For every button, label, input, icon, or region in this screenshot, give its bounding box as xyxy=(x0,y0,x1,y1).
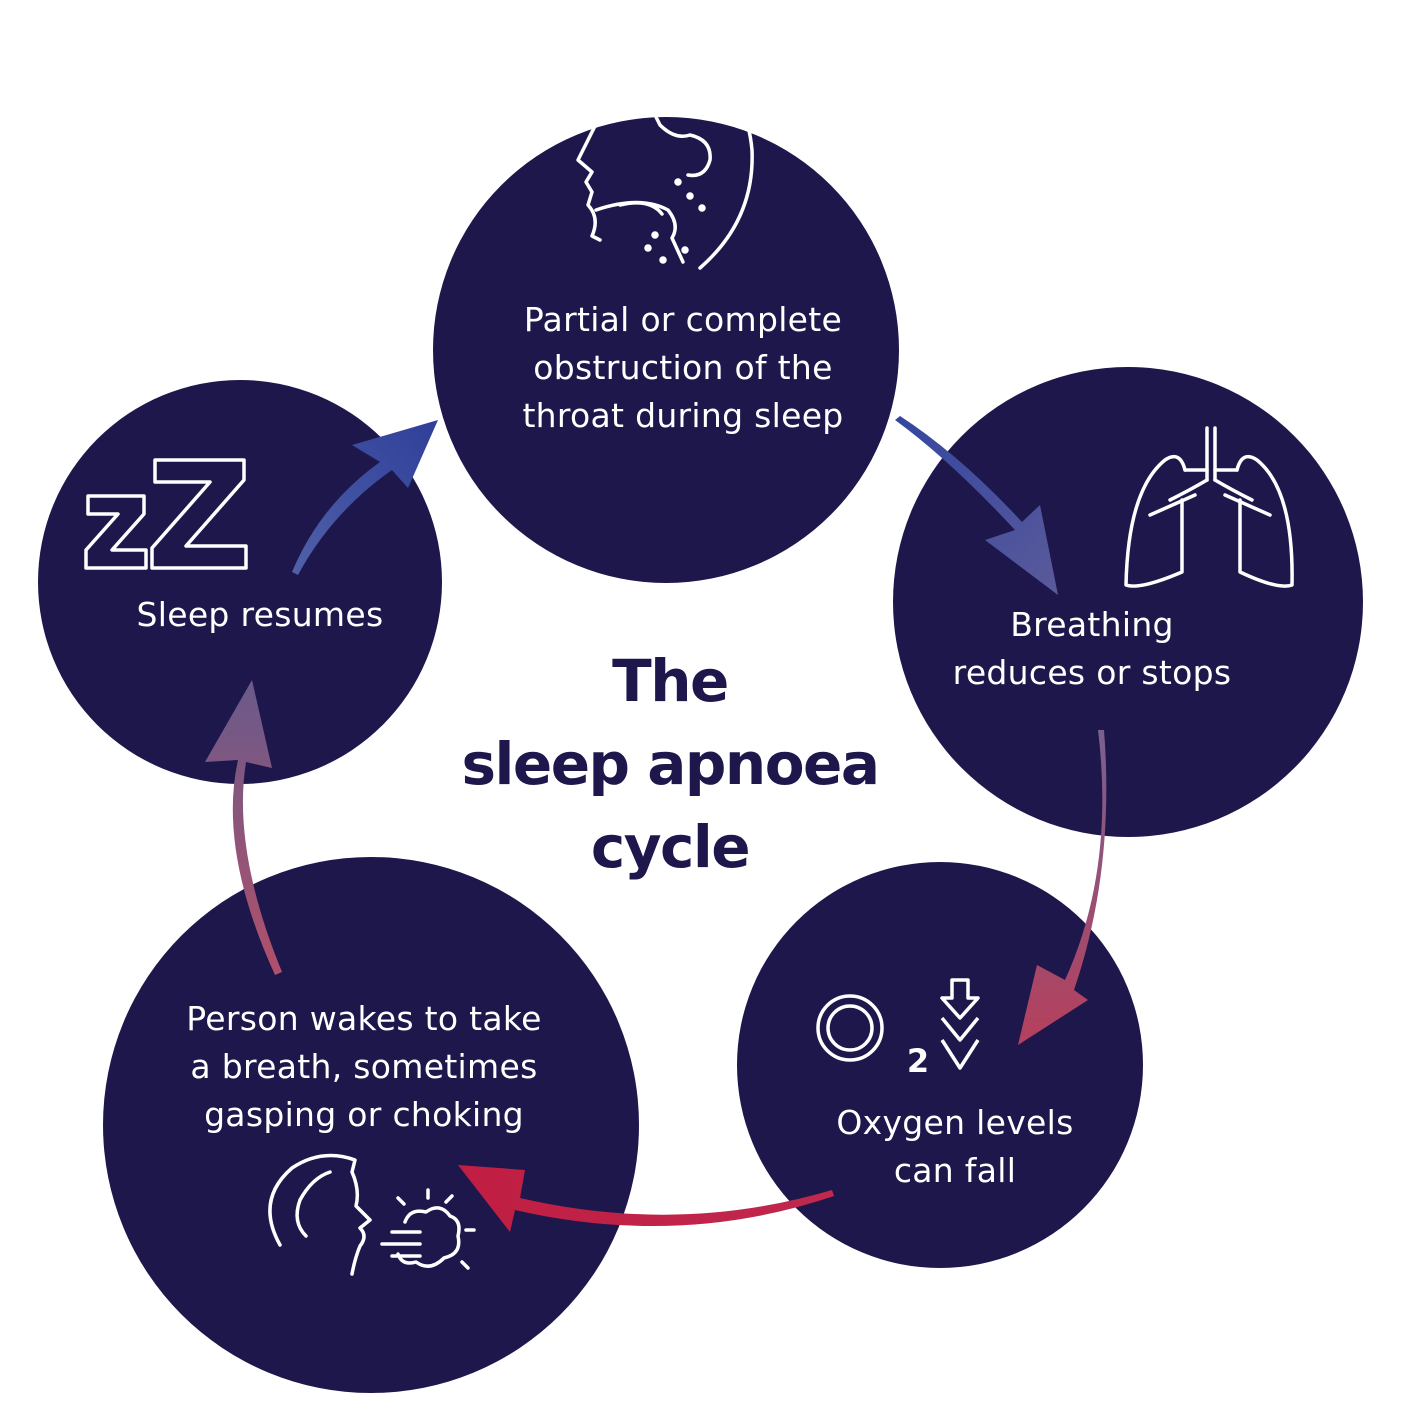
oxygen-falling-icon: 2 xyxy=(816,978,980,1080)
oxygen-subscript: 2 xyxy=(907,1042,929,1080)
step-label-line: throat during sleep xyxy=(522,396,844,435)
step-label-line: obstruction of the xyxy=(533,348,833,387)
step-circle-wakes xyxy=(103,857,639,1393)
zz-sleep-icon xyxy=(84,458,248,570)
arrow-obstruction-to-breathing xyxy=(895,416,1058,595)
step-label-line: Sleep resumes xyxy=(136,595,384,634)
step-circle-obstruction xyxy=(433,117,899,583)
lungs-icon xyxy=(1124,426,1294,588)
step-label-obstruction: Partial or complete obstruction of the t… xyxy=(463,296,903,440)
step-label-line: Breathing xyxy=(1010,605,1174,644)
step-label-oxygen: Oxygen levels can fall xyxy=(800,1099,1110,1195)
step-label-line: can fall xyxy=(893,1151,1017,1190)
step-label-line: Person wakes to take xyxy=(186,999,542,1038)
step-label-wakes: Person wakes to take a breath, sometimes… xyxy=(134,995,594,1139)
step-label-line: Partial or complete xyxy=(523,300,843,339)
step-label-line: gasping or choking xyxy=(204,1095,524,1134)
step-label-breathing: Breathing reduces or stops xyxy=(912,601,1272,697)
arrow-oxygen-to-wakes xyxy=(458,1165,834,1232)
step-circle-breathing xyxy=(893,367,1363,837)
throat-obstruction-icon xyxy=(576,54,754,270)
arrow-sleep-to-obstruction xyxy=(292,420,438,575)
title-line-2: sleep apnoea xyxy=(461,730,880,798)
arrow-breathing-to-oxygen xyxy=(1018,730,1107,1045)
step-label-sleep: Sleep resumes xyxy=(100,591,420,639)
diagram-title: The sleep apnoea cycle xyxy=(400,640,940,889)
arrow-wakes-to-sleep xyxy=(205,680,282,975)
step-label-line: a breath, sometimes xyxy=(190,1047,538,1086)
title-line-1: The xyxy=(612,647,729,715)
step-label-line: Oxygen levels xyxy=(836,1103,1074,1142)
step-label-line: reduces or stops xyxy=(952,653,1232,692)
gasping-person-icon xyxy=(268,1153,476,1276)
title-line-3: cycle xyxy=(590,813,751,881)
